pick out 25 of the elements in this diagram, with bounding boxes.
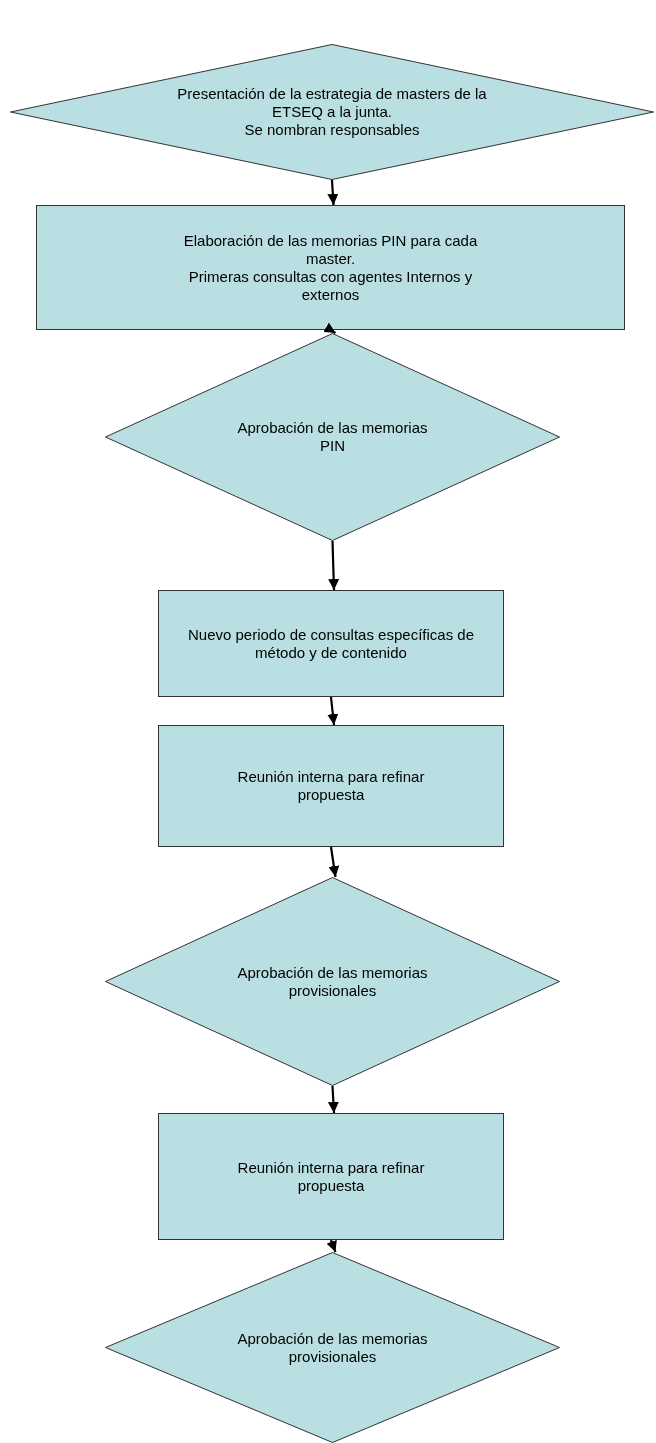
node-text: Aprobación de las memorias provisionales <box>236 963 429 1000</box>
arrow <box>327 696 339 726</box>
decision-diamond <box>105 1252 560 1443</box>
arrow <box>327 1085 339 1114</box>
arrow <box>327 179 339 206</box>
arrow <box>326 1239 337 1253</box>
process-box <box>36 205 625 330</box>
node-text: Reunión interna para refinar propuesta <box>236 768 426 804</box>
node-text: Aprobación de las memorias provisionales <box>236 1329 429 1366</box>
node-text: Se nombran responsables <box>243 121 421 139</box>
decision-diamond <box>10 44 654 180</box>
node-text: Primeras consultas con agentes Internos y externos <box>187 267 474 304</box>
arrow <box>323 322 337 334</box>
process-box <box>158 725 504 847</box>
node-text: Nuevo periodo de consultas específicas de método y de contenido <box>187 625 475 662</box>
node-text: Elaboración de las memorias PIN para cada master. <box>182 231 479 268</box>
decision-diamond <box>105 333 560 541</box>
node-text: Reunión interna para refinar propuesta <box>236 1158 426 1195</box>
node-text: Aprobación de las memorias PIN <box>236 419 429 455</box>
arrow <box>328 846 340 878</box>
node-text: Presentación de la estrategia de masters de la ETSEQ a la junta. <box>176 85 488 121</box>
process-box <box>158 590 504 697</box>
decision-diamond <box>105 877 560 1086</box>
process-box <box>158 1113 504 1240</box>
arrow <box>328 540 340 591</box>
